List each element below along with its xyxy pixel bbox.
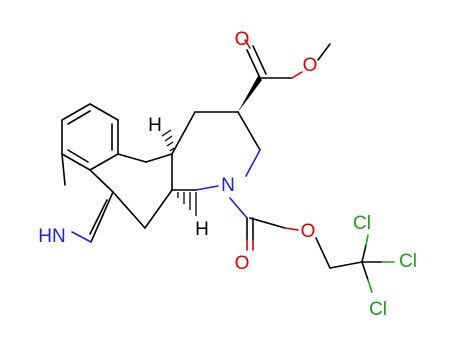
stereo-wedge-bond	[238, 76, 262, 112]
methyl-ester-group	[238, 39, 331, 112]
stereo-hash-lower	[177, 192, 197, 216]
hydrogen-lower: H	[195, 219, 209, 240]
chlorine-right: Cl	[399, 251, 417, 272]
oxygen-carbamate-ether: O	[301, 221, 316, 242]
ring-c	[112, 153, 173, 229]
trichloromethyl-group	[361, 234, 395, 293]
hydrogen-upper: H	[148, 115, 162, 136]
chlorine-bottom: Cl	[369, 299, 387, 320]
stereo-hash-upper	[161, 129, 175, 152]
nitrogen-amide: N	[221, 175, 235, 196]
nitrogen-indole: HN	[38, 226, 65, 247]
carbamate-group	[229, 197, 363, 269]
benzene-ring	[61, 103, 119, 171]
oxygen-ester-ether: O	[303, 55, 318, 76]
chlorine-top: Cl	[353, 213, 371, 234]
ring-d	[171, 111, 261, 191]
oxygen-carbonyl-ester: O	[235, 29, 250, 50]
oxygen-carbamate-carbonyl: O	[235, 253, 250, 274]
pyrrole-ring	[61, 153, 114, 243]
